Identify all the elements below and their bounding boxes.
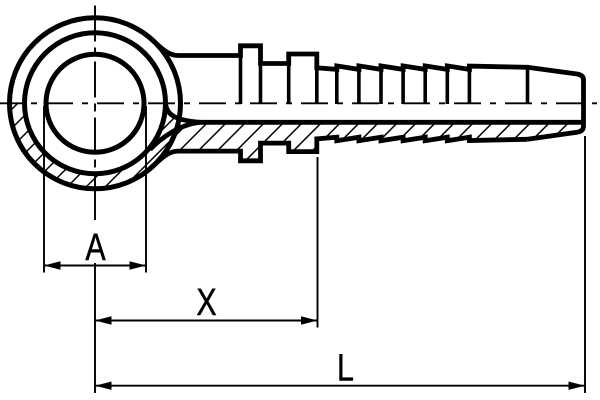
svg-text:A: A — [85, 227, 105, 269]
svg-text:X: X — [196, 282, 216, 324]
svg-text:L: L — [337, 347, 354, 389]
